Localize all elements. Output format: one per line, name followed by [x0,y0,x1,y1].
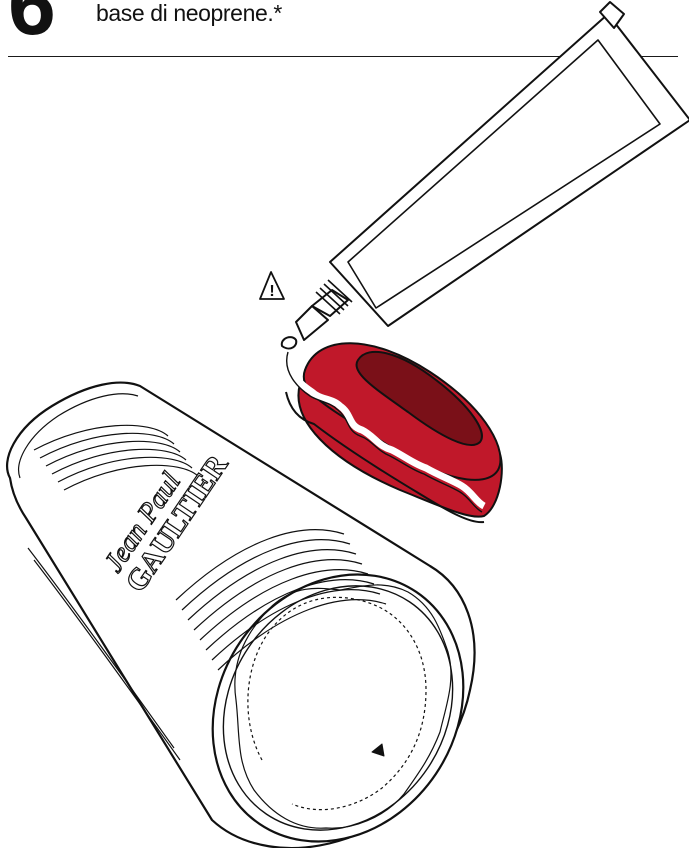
tube-tip [295,305,329,341]
direction-arrow-icon [371,743,385,757]
bottle-base-inner [222,585,454,831]
glue-drop [280,336,298,350]
tube-body [329,13,689,327]
header-divider [8,56,678,57]
cologne-bottle [5,381,476,848]
bottle-ribs-bottom [175,529,387,671]
tube-nozzle [311,289,349,317]
warning-mark: ! [269,283,274,300]
bottle-ribs-top [33,424,199,491]
glue-bead [285,355,486,510]
warning-triangle-icon: ! [259,271,285,300]
glue-bead-outline [286,351,483,513]
base-glue-ring [234,584,452,829]
cap-rim [285,391,485,524]
tube-label-panel [347,39,661,309]
step-number: 6 [8,0,56,53]
bottle-ribs-lower [27,547,181,761]
tube-crimp [599,1,625,29]
glue-tube [280,1,689,350]
tube-threads [315,279,353,315]
bottle-inner-edge [18,393,139,479]
glue-direction-path [247,596,427,811]
red-cap [285,342,503,524]
cap-opening [355,350,483,447]
step-instruction: base di neoprene.* [96,0,282,26]
